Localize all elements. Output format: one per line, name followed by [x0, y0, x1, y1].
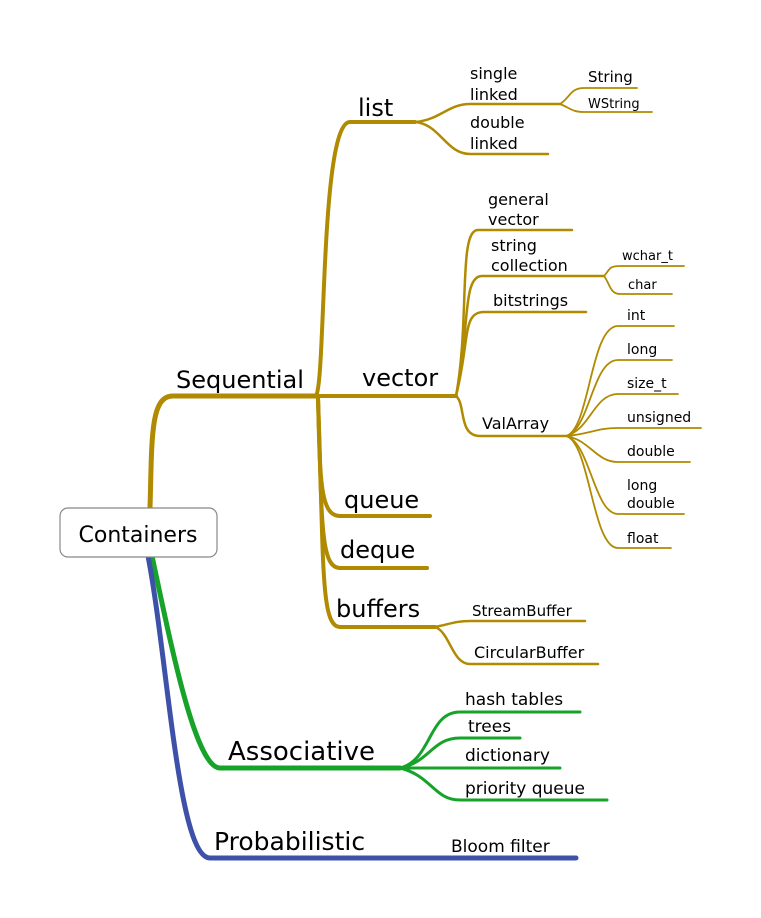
connector-sequential-list	[314, 120, 417, 398]
dictionary-label[interactable]: dictionary	[465, 746, 550, 766]
bitstrings-label[interactable]: bitstrings	[493, 291, 568, 310]
sequential-connectors	[147, 87, 702, 666]
double-linked-line1[interactable]: double	[470, 113, 525, 132]
sequential-label[interactable]: Sequential	[176, 366, 304, 394]
size-t-label[interactable]: size_t	[627, 376, 667, 392]
root-node-label: Containers	[79, 523, 198, 548]
probabilistic-connectors	[145, 553, 579, 861]
buffers-label[interactable]: buffers	[336, 595, 420, 623]
double-linked-line2[interactable]: linked	[470, 134, 518, 153]
string-label[interactable]: String	[588, 68, 633, 86]
connector-single-wstring	[559, 103, 653, 113]
connector-sequential-buffers	[316, 396, 437, 629]
int-label[interactable]: int	[627, 308, 646, 324]
connector-valarray-size	[565, 393, 679, 437]
connector-assoc-pq	[398, 766, 609, 802]
long-label[interactable]: long	[627, 342, 657, 358]
connector-valarray-int	[565, 325, 675, 437]
connector-root-probabilistic	[145, 553, 579, 861]
connector-stringcoll-wchar	[603, 265, 685, 277]
connector-root-sequential	[147, 393, 319, 511]
connector-valarray-double	[565, 435, 691, 463]
connector-valarray-float	[565, 435, 672, 549]
connector-buffers-circular	[433, 625, 600, 666]
long-double-line2[interactable]: double	[627, 496, 675, 512]
string-collection-line2[interactable]: collection	[491, 256, 568, 275]
general-vector-line2[interactable]: vector	[488, 210, 539, 229]
string-collection-line1[interactable]: string	[491, 236, 537, 255]
connector-valarray-long	[565, 359, 673, 437]
single-linked-line1[interactable]: single	[470, 64, 517, 83]
unsigned-label[interactable]: unsigned	[627, 410, 691, 426]
associative-connectors	[149, 553, 609, 802]
circular-buffer-label[interactable]: CircularBuffer	[474, 643, 585, 662]
connector-list-double	[413, 120, 550, 156]
connector-root-associative	[149, 553, 403, 771]
bloom-filter-label[interactable]: Bloom filter	[451, 837, 550, 857]
root-node[interactable]: Containers	[59, 507, 218, 558]
hash-tables-label[interactable]: hash tables	[465, 690, 563, 710]
connector-vector-valarray	[454, 394, 568, 438]
connector-assoc-trees	[398, 736, 522, 770]
single-linked-line2[interactable]: linked	[470, 85, 518, 104]
float-label[interactable]: float	[627, 531, 659, 547]
valarray-label[interactable]: ValArray	[482, 414, 549, 433]
trees-label[interactable]: trees	[468, 717, 511, 737]
double-label[interactable]: double	[627, 444, 675, 460]
char-label[interactable]: char	[628, 278, 657, 293]
deque-label[interactable]: deque	[340, 536, 415, 564]
stream-buffer-label[interactable]: StreamBuffer	[472, 602, 573, 620]
vector-label[interactable]: vector	[362, 364, 438, 392]
list-label[interactable]: list	[358, 94, 393, 122]
wstring-label[interactable]: WString	[588, 97, 640, 112]
general-vector-line1[interactable]: general	[488, 190, 549, 209]
wchar-label[interactable]: wchar_t	[622, 249, 673, 264]
connector-stringcoll-char	[603, 275, 673, 295]
connector-valarray-unsigned	[565, 427, 702, 437]
root-node-box	[59, 507, 218, 558]
connector-buffers-stream	[433, 619, 587, 629]
connector-assoc-hash	[398, 710, 582, 770]
connector-vector-bitstrings	[454, 310, 588, 398]
long-double-line1[interactable]: long	[627, 478, 657, 494]
associative-label[interactable]: Associative	[228, 737, 375, 767]
connector-single-string	[559, 87, 638, 105]
connector-list-single	[413, 102, 562, 124]
priority-queue-label[interactable]: priority queue	[465, 779, 585, 799]
queue-label[interactable]: queue	[344, 486, 419, 514]
probabilistic-label[interactable]: Probabilistic	[214, 827, 365, 856]
